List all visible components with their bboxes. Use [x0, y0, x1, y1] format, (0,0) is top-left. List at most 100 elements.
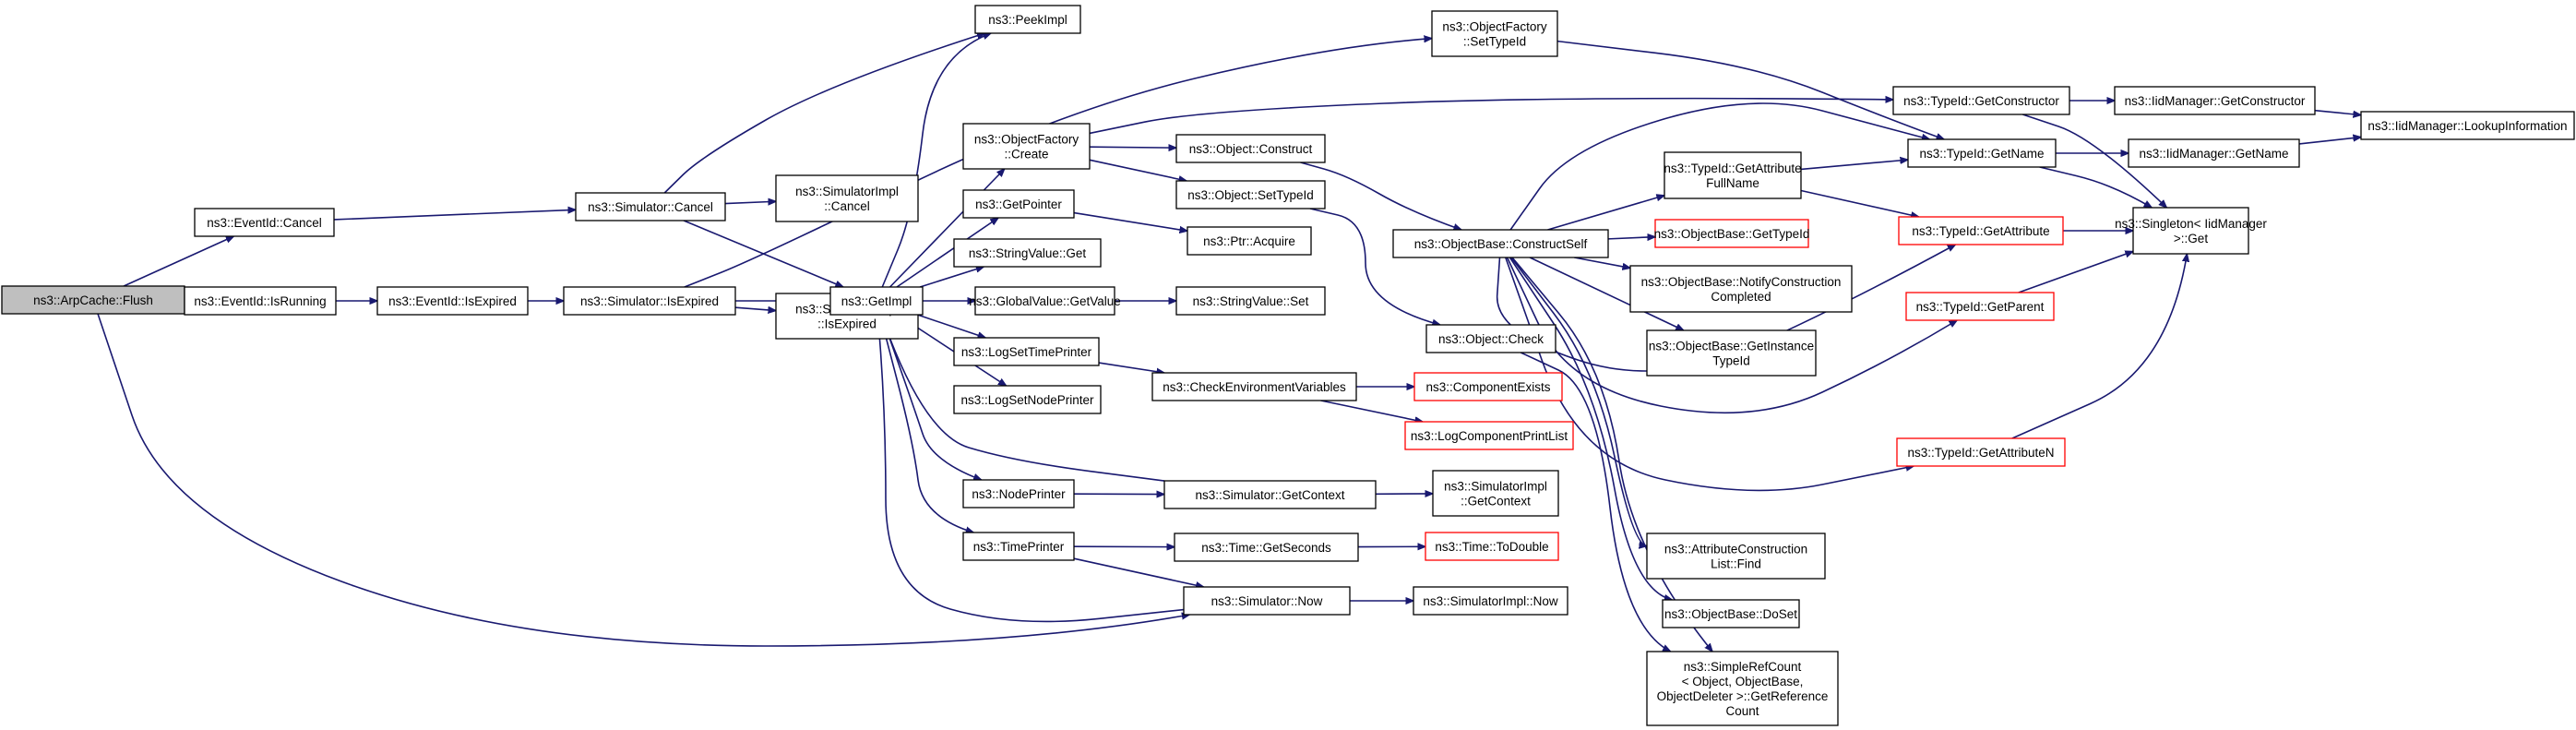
node-label: ::Create	[1004, 148, 1048, 162]
edge-object-check-to-simplerefcount	[1520, 352, 1670, 652]
node-objfactory-create[interactable]: ns3::ObjectFactory::Create	[962, 123, 1091, 170]
node-label: ns3::LogSetTimePrinter	[961, 345, 1092, 359]
node-componentexists[interactable]: ns3::ComponentExists	[1413, 372, 1563, 401]
node-box	[1151, 372, 1357, 401]
node-object-check[interactable]: ns3::Object::Check	[1425, 324, 1556, 353]
node-nodeprinter[interactable]: ns3::NodePrinter	[962, 479, 1075, 509]
node-objbase-doset[interactable]: ns3::ObjectBase::DoSet	[1662, 599, 1800, 628]
edge-objbase-constructself-to-objbase-getinstancetypeid	[1529, 257, 1684, 331]
node-checkenv[interactable]: ns3::CheckEnvironmentVariables	[1151, 372, 1357, 401]
node-label: ns3::EventId::Cancel	[207, 216, 322, 230]
node-typeid-getattribute[interactable]: ns3::TypeId::GetAttribute	[1898, 216, 2064, 245]
node-simplerefcount[interactable]: ns3::SimpleRefCount< Object, ObjectBase,…	[1646, 651, 1839, 726]
node-label: ::Cancel	[824, 199, 870, 213]
node-typeid-getname[interactable]: ns3::TypeId::GetName	[1907, 138, 2057, 168]
node-iidmanager-getconstructor[interactable]: ns3::IidManager::GetConstructor	[2114, 86, 2316, 115]
node-label: ns3::EventId::IsRunning	[194, 294, 326, 308]
node-sim-isexpired[interactable]: ns3::Simulator::IsExpired	[563, 286, 736, 316]
node-logsettimeprinter[interactable]: ns3::LogSetTimePrinter	[953, 337, 1100, 366]
node-stringvalue-get[interactable]: ns3::StringValue::Get	[953, 238, 1102, 268]
node-objbase-notifyconstruction[interactable]: ns3::ObjectBase::NotifyConstructionCompl…	[1629, 265, 1853, 313]
node-time-getseconds[interactable]: ns3::Time::GetSeconds	[1174, 533, 1359, 562]
node-iidmanager-getname[interactable]: ns3::IidManager::GetName	[2128, 138, 2300, 168]
node-singleton-get[interactable]: ns3::Singleton< IidManager>::Get	[2115, 207, 2267, 255]
node-simimpl-cancel[interactable]: ns3::SimulatorImpl::Cancel	[775, 174, 919, 222]
node-sim-cancel[interactable]: ns3::Simulator::Cancel	[575, 192, 726, 221]
node-eventid-isrunning[interactable]: ns3::EventId::IsRunning	[184, 286, 337, 316]
edge-objbase-constructself-to-typeid-getparent	[1506, 257, 1958, 414]
edge-typeid-getname-to-singleton-get	[2039, 166, 2153, 208]
node-label: ns3::StringValue::Set	[1193, 294, 1309, 308]
node-label: ns3::TypeId::GetParent	[1916, 300, 2045, 314]
node-sim-now[interactable]: ns3::Simulator::Now	[1183, 586, 1351, 616]
node-flush[interactable]: ns3::ArpCache::Flush	[1, 285, 185, 315]
node-box	[2128, 138, 2300, 168]
node-label: Completed	[1711, 290, 1771, 304]
node-label: ns3::SimulatorImpl::Now	[1423, 594, 1558, 608]
node-box	[1175, 286, 1326, 316]
node-ptr-acquire[interactable]: ns3::Ptr::Acquire	[1187, 226, 1312, 256]
node-box	[775, 174, 919, 222]
node-label: ns3::Time::ToDouble	[1435, 540, 1548, 554]
node-label: ns3::Ptr::Acquire	[1203, 234, 1295, 248]
node-label: ns3::IidManager::GetName	[2139, 147, 2288, 161]
node-box	[1662, 599, 1800, 628]
node-label: ns3::SimpleRefCount	[1684, 660, 1802, 674]
node-label: ns3::TypeId::GetAttributeN	[1907, 446, 2054, 460]
node-logcomponentprintlist[interactable]: ns3::LogComponentPrintList	[1404, 421, 1574, 450]
node-label: ns3::Object::SetTypeId	[1187, 188, 1314, 202]
node-box	[1646, 329, 1817, 377]
edge-object-settypeid-to-object-check	[1309, 208, 1440, 325]
node-object-construct[interactable]: ns3::Object::Construct	[1175, 134, 1326, 163]
node-sim-getcontext[interactable]: ns3::Simulator::GetContext	[1163, 480, 1377, 509]
node-eventid-cancel[interactable]: ns3::EventId::Cancel	[194, 208, 335, 237]
nodes-layer: ns3::ArpCache::Flush ns3::EventId::Cancel…	[1, 5, 2575, 726]
node-iidmanager-lookupinformation[interactable]: ns3::IidManager::LookupInformation	[2360, 111, 2575, 140]
node-typeid-getattributen[interactable]: ns3::TypeId::GetAttributeN	[1896, 437, 2066, 467]
node-timeprinter[interactable]: ns3::TimePrinter	[962, 532, 1075, 561]
node-label: ns3::ObjectFactory	[974, 133, 1079, 147]
node-object-settypeid[interactable]: ns3::Object::SetTypeId	[1175, 180, 1326, 209]
node-box	[1174, 533, 1359, 562]
node-label: ns3::Singleton< IidManager	[2115, 217, 2267, 231]
edge-eventid-cancel-to-sim-cancel	[333, 209, 576, 221]
node-box	[2132, 207, 2249, 255]
node-time-todouble[interactable]: ns3::Time::ToDouble	[1425, 532, 1559, 561]
edge-objfactory-create-to-object-construct	[1089, 147, 1176, 148]
node-box	[184, 286, 337, 316]
node-box	[829, 286, 924, 316]
node-label: ns3::TypeId::GetAttribute	[1664, 162, 1801, 175]
node-objfactory-settypeid[interactable]: ns3::ObjectFactory::SetTypeId	[1431, 10, 1558, 57]
node-stringvalue-set[interactable]: ns3::StringValue::Set	[1175, 286, 1326, 316]
node-label: ns3::TypeId::GetAttribute	[1912, 224, 2049, 238]
node-box	[1654, 219, 1809, 248]
node-typeid-getparent[interactable]: ns3::TypeId::GetParent	[1905, 292, 2055, 321]
node-typeid-getconstructor[interactable]: ns3::TypeId::GetConstructor	[1892, 86, 2070, 115]
node-label: ns3::SimulatorImpl	[795, 185, 899, 198]
node-simimpl-now[interactable]: ns3::SimulatorImpl::Now	[1413, 586, 1568, 616]
node-box	[1175, 134, 1326, 163]
node-box	[1392, 229, 1609, 258]
edge-timeprinter-to-sim-now	[1073, 557, 1204, 587]
node-box	[962, 123, 1091, 170]
node-eventid-isexpired[interactable]: ns3::EventId::IsExpired	[376, 286, 529, 316]
node-label: ns3::StringValue::Get	[969, 246, 1087, 260]
node-peekimpl[interactable]: ns3::PeekImpl	[974, 5, 1081, 34]
edge-checkenv-to-logcomponentprintlist	[1320, 400, 1423, 422]
node-label: ns3::AttributeConstruction	[1664, 543, 1807, 556]
edge-objfactory-create-to-object-settypeid	[1089, 159, 1187, 181]
node-objbase-gettypeid[interactable]: ns3::ObjectBase::GetTypeId	[1654, 219, 1810, 248]
node-globalvalue-getvalue[interactable]: ns3::GlobalValue::GetValue	[969, 286, 1121, 316]
node-getimpl[interactable]: ns3::GetImpl	[829, 286, 924, 316]
node-simimpl-getcontext[interactable]: ns3::SimulatorImpl::GetContext	[1432, 470, 1559, 517]
node-box	[953, 337, 1100, 366]
node-box	[974, 286, 1115, 316]
node-objbase-constructself[interactable]: ns3::ObjectBase::ConstructSelf	[1392, 229, 1609, 258]
node-box	[962, 479, 1075, 509]
node-getpointer[interactable]: ns3::GetPointer	[962, 189, 1075, 219]
node-logsetnodeprinter[interactable]: ns3::LogSetNodePrinter	[953, 385, 1102, 414]
